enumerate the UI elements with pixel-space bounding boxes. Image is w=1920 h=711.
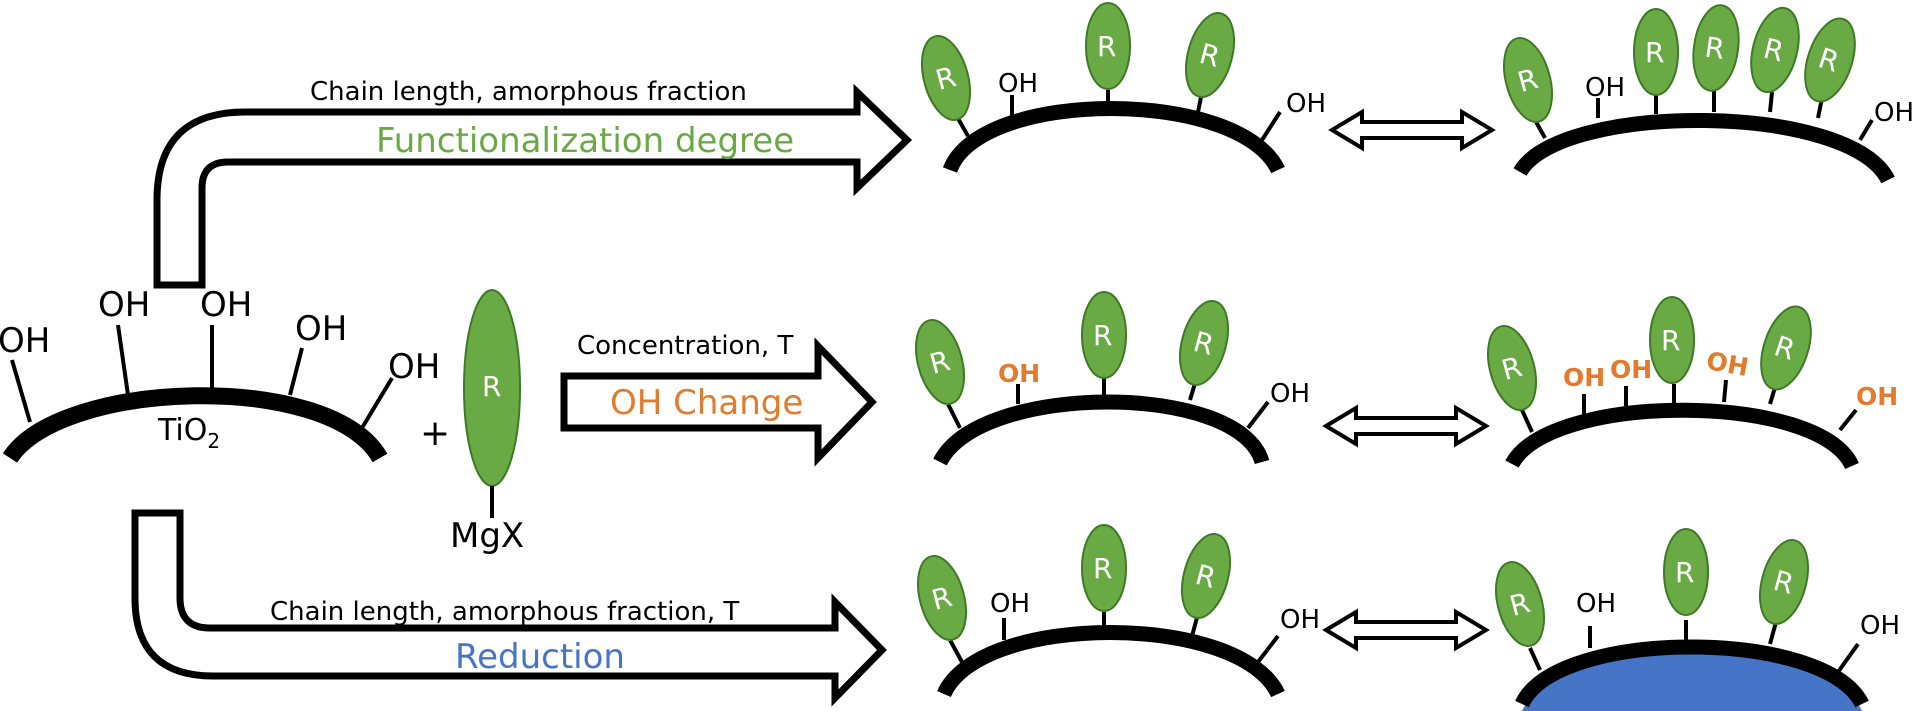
product-row-3-left: R OH R R OH xyxy=(917,524,1320,698)
pathway-3-params: Chain length, amorphous fraction, T xyxy=(270,597,739,627)
oh-label-changed: OH xyxy=(1704,346,1751,382)
bottom-right-arrow-icon xyxy=(131,509,887,707)
r-label: R xyxy=(1703,31,1727,66)
oh-label: OH xyxy=(990,589,1030,619)
double-headed-arrow-icon xyxy=(1322,608,1490,652)
oh-label: OH xyxy=(388,347,440,387)
oh-label-changed: OH xyxy=(1563,363,1605,392)
oh-label: OH xyxy=(98,285,150,325)
substrate-label: TiO2 xyxy=(157,413,220,453)
plus-sign: + xyxy=(420,413,450,454)
reagent-mgx-label: MgX xyxy=(450,516,524,556)
product-row-2-left: R OH R R OH xyxy=(915,291,1310,466)
product-row-2-right: R OH OH R OH R OH xyxy=(1487,296,1898,470)
double-headed-arrow-icon xyxy=(1322,404,1490,448)
middle-right-arrow-icon xyxy=(560,337,877,467)
oh-label: OH xyxy=(1286,89,1326,119)
oh-label: OH xyxy=(1874,98,1914,128)
r-label: R xyxy=(1661,324,1680,357)
oh-label: OH xyxy=(295,309,347,349)
r-label: R xyxy=(1097,30,1116,63)
oh-label: OH xyxy=(1280,605,1320,635)
tio2-particle: OH OH OH OH OH TiO2 xyxy=(0,285,440,464)
oh-label: OH xyxy=(200,285,252,325)
r-label: R xyxy=(1675,556,1694,589)
pathway-3-effect: Reduction xyxy=(455,637,625,677)
oh-label: OH xyxy=(0,321,50,361)
oh-label: OH xyxy=(998,69,1038,99)
product-row-1-left: R OH R R OH xyxy=(921,2,1326,174)
pathway-2-params: Concentration, T xyxy=(577,331,793,361)
pathway-1-effect: Functionalization degree xyxy=(376,121,794,161)
r-label: R xyxy=(1645,36,1664,69)
oh-label: OH xyxy=(1860,611,1900,641)
top-right-arrow-icon xyxy=(153,83,913,289)
double-headed-arrow-icon xyxy=(1328,108,1496,152)
oh-label: OH xyxy=(1576,589,1616,619)
oh-label-changed: OH xyxy=(1856,382,1898,411)
pathway-1-params: Chain length, amorphous fraction xyxy=(310,77,747,107)
reagent-r-label: R xyxy=(482,370,501,403)
oh-label-changed: OH xyxy=(998,359,1040,388)
reduced-core xyxy=(1522,653,1862,711)
grignard-reagent-icon: R MgX xyxy=(450,289,524,556)
product-row-1-right: R OH R R R R OH xyxy=(1503,4,1914,184)
pathway-2-effect: OH Change xyxy=(610,383,803,423)
oh-label: OH xyxy=(1585,73,1625,103)
r-label: R xyxy=(1093,319,1112,352)
product-row-3-right-reduced: R OH R R OH xyxy=(1495,528,1900,711)
oh-label: OH xyxy=(1270,379,1310,409)
oh-label-changed: OH xyxy=(1610,355,1652,384)
r-label: R xyxy=(1093,552,1112,585)
